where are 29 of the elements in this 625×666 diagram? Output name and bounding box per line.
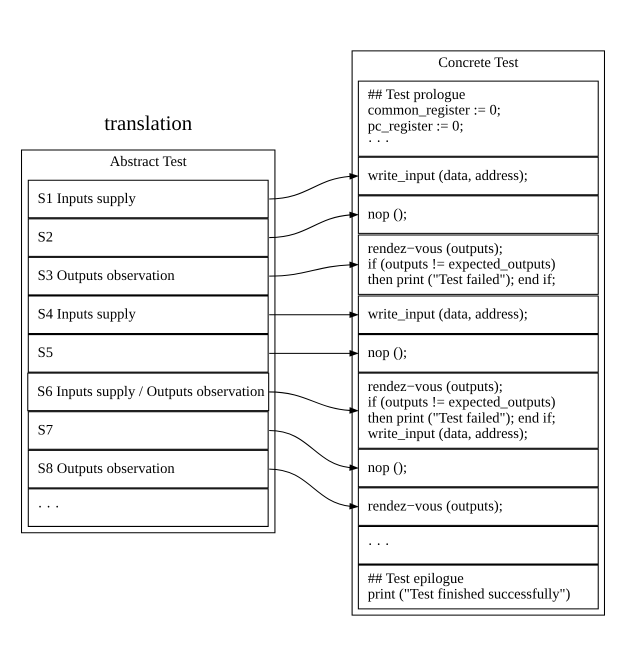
node-box: nop ();: [357, 448, 598, 488]
arrow: [268, 468, 358, 510]
arrow: [268, 430, 358, 471]
label: translation: [104, 111, 192, 136]
node-box: · · ·: [357, 526, 598, 565]
node-box: S8 Outputs observation: [27, 450, 268, 488]
arrow: [268, 262, 358, 277]
node-box: rendez−vous (outputs);: [357, 487, 598, 526]
node-box: ## Test prologue common_register := 0; pc_register := 0; · · ·: [357, 80, 598, 157]
node-box: · · ·: [27, 488, 268, 527]
node-box: S5: [27, 334, 268, 373]
node-box: nop ();: [357, 334, 598, 373]
node-box: nop ();: [357, 195, 598, 234]
arrow: [268, 350, 358, 357]
node-box: S1 Inputs supply: [27, 180, 268, 218]
node-box: write_input (data, address);: [357, 295, 598, 334]
arrow: [268, 173, 358, 200]
node-box: S7: [27, 411, 268, 450]
node-box: S2: [27, 218, 268, 257]
node-box: S3 Outputs observation: [27, 256, 268, 296]
arrow: [268, 391, 358, 414]
node-box: rendez−vous (outputs); if (outputs != expected_outputs) then print ("Test failed"); end if; write_input (data, address);: [357, 372, 598, 449]
node-box: S4 Inputs supply: [27, 295, 268, 334]
node-box: write_input (data, address);: [357, 156, 598, 196]
arrow: [268, 311, 358, 318]
node-box: rendez−vous (outputs); if (outputs != expected_outputs) then print ("Test failed"); end if;: [357, 234, 598, 295]
arrow: [268, 212, 358, 238]
node-box: ## Test epilogue print ("Test finished successfully"): [357, 564, 598, 610]
node-box: S6 Inputs supply / Outputs observation: [26, 372, 269, 412]
